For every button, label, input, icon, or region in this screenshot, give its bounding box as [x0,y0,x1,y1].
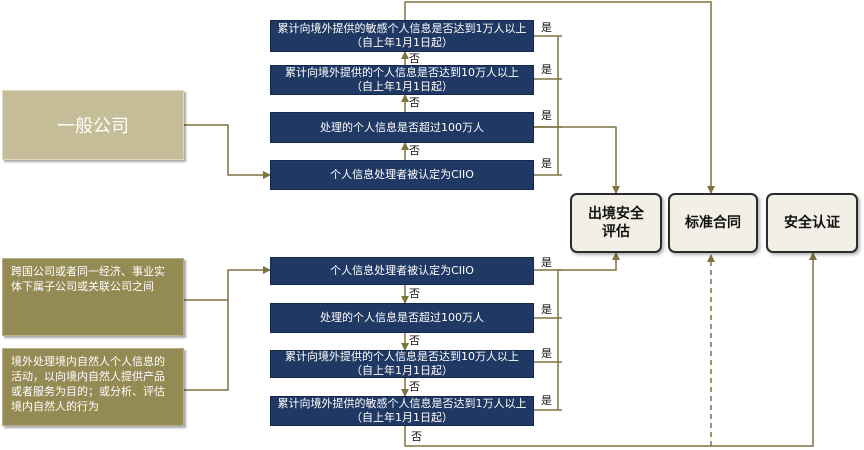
security-assessment-label: 出境安全评估 [588,206,644,240]
upper-no-label-3: 否 [409,144,420,157]
lower-no-label-2: 否 [409,334,420,347]
lower-no-label-final: 否 [411,430,422,443]
multinational-company-box: 跨国公司或者同一经济、事业实体下属子公司或关联公司之间 [2,258,184,336]
lower-no-label-1: 否 [409,287,420,300]
lower-q1-yes-label: 是 [541,256,552,269]
lower-collector-line [557,253,616,410]
upper-q4-ciio: 个人信息处理者被认定为CIIO [270,160,534,190]
upper-q3-over-1m: 处理的个人信息是否超过100万人 [270,112,534,143]
overseas-processing-box: 境外处理境内自然人个人信息的活动，以向境内自然人提供产品或者服务为目的；或分析、… [2,348,184,426]
upper-q1-sensitive-10k: 累计向境外提供的敏感个人信息是否达到1万人以上（自上年1月1日起） [270,20,534,52]
lower-q4-sensitive-10k: 累计向境外提供的敏感个人信息是否达到1万人以上（自上年1月1日起） [270,396,534,426]
lower-q3-yes-label: 是 [541,347,552,360]
lower-q1-ciio: 个人信息处理者被认定为CIIO [270,257,534,285]
upper-q2-yes-label: 是 [541,63,552,76]
general-company-line [184,124,271,179]
security-certification-box: 安全认证 [766,193,858,253]
upper-q4-yes-label: 是 [541,157,552,170]
general-company-box: 一般公司 [2,90,184,160]
lower-q4-yes-label: 是 [541,394,552,407]
lower-q2-yes-label: 是 [541,303,552,316]
lower-q2-over-1m: 处理的个人信息是否超过100万人 [270,303,534,333]
upper-q3-yes-label: 是 [541,109,552,122]
upper-top-line [534,1,715,194]
lower-no-label-3: 否 [409,380,420,393]
lower-final-no-line [404,252,817,447]
upper-q2-personal-100k: 累计向境外提供的个人信息是否达到10万人以上（自上年1月1日起） [270,65,534,95]
standard-contract-box: 标准合同 [668,193,758,253]
upper-no-label-2: 否 [409,96,420,109]
upper-no-label-1: 否 [409,52,420,65]
upper-top-stub [404,1,534,20]
lower-entities-line-2 [184,300,229,391]
lower-entities-line [184,266,271,301]
upper-collector-line [534,36,616,193]
security-assessment-box: 出境安全评估 [570,193,662,253]
upper-q1-yes-label: 是 [541,21,552,34]
lower-q3-personal-100k: 累计向境外提供的个人信息是否达到10万人以上（自上年1月1日起） [270,350,534,378]
